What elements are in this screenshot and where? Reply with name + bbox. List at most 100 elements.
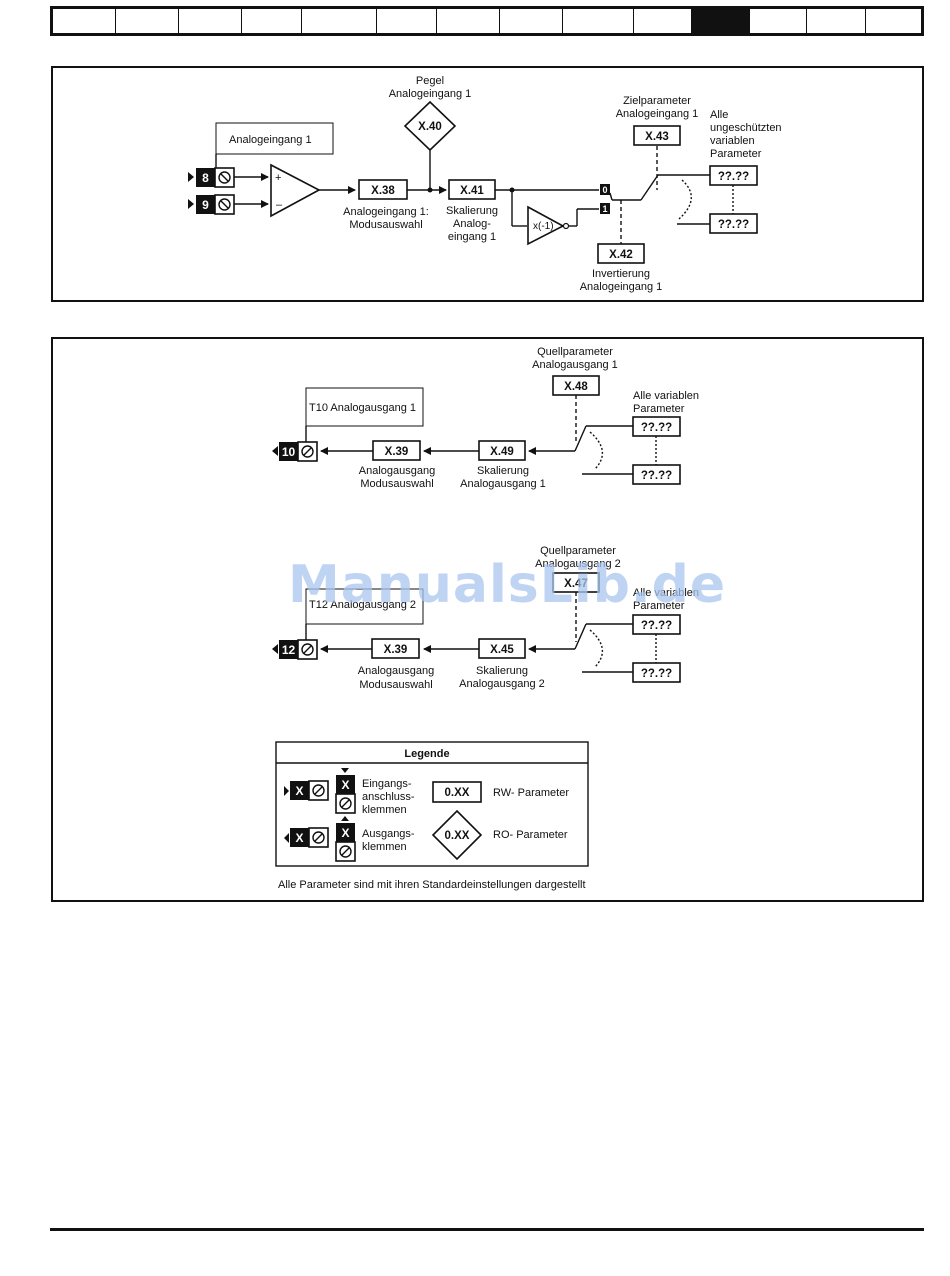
callout-box bbox=[215, 122, 334, 155]
terminal-arrow-icon bbox=[341, 816, 349, 821]
caption: Pegel bbox=[416, 75, 444, 87]
caption: Parameter bbox=[710, 148, 762, 160]
param-src-a: ??.?? bbox=[641, 422, 672, 434]
caption: Parameter bbox=[633, 403, 685, 415]
caption: Modusauswahl bbox=[360, 478, 433, 490]
caption: ungeschützten bbox=[710, 122, 782, 134]
caption: variablen bbox=[710, 135, 755, 147]
switch-contact-0: 0 bbox=[602, 185, 607, 195]
header-tab bbox=[377, 9, 437, 33]
analog-input-diagram: 8 9 Analogeingang 1 + – X.38 Analogeinga… bbox=[188, 75, 782, 293]
caption: eingang 1 bbox=[448, 231, 496, 243]
terminal-arrow-icon bbox=[272, 446, 278, 456]
legend: Legende X X Eingangs- anschluss- klemmen… bbox=[275, 741, 589, 867]
screw-terminal-icon bbox=[339, 845, 352, 858]
screw-terminal-icon bbox=[301, 445, 314, 458]
terminal-arrow-icon bbox=[188, 199, 194, 209]
terminal-arrow-icon bbox=[284, 786, 289, 796]
caption: Analogausgang bbox=[358, 665, 434, 677]
analog-input-diagram-frame bbox=[51, 66, 924, 302]
header-tab bbox=[302, 9, 377, 33]
caption: Analogausgang 1 bbox=[532, 359, 618, 371]
caption: Alle variablen bbox=[633, 587, 699, 599]
selector-switch bbox=[574, 623, 587, 650]
terminal-number: 9 bbox=[202, 198, 209, 212]
analog-output-1-diagram: Quellparameter Analogausgang 1 X.48 Alle… bbox=[272, 346, 699, 490]
terminal-number: 8 bbox=[202, 171, 209, 185]
terminal-symbol: X bbox=[341, 778, 349, 792]
legend-rw-box bbox=[432, 781, 482, 803]
output-terminal-10: 10 bbox=[272, 441, 318, 462]
screw-terminal-icon bbox=[339, 797, 352, 810]
param-x48: X.48 bbox=[564, 381, 588, 393]
terminal-arrow-icon bbox=[272, 644, 278, 654]
param-x49: X.49 bbox=[490, 446, 514, 458]
screw-terminal-icon bbox=[218, 171, 231, 184]
caption: Quellparameter bbox=[537, 346, 613, 358]
header-tab bbox=[807, 9, 866, 33]
caption: Analogausgang 2 bbox=[535, 558, 621, 570]
footnote: Alle Parameter sind mit ihren Standardei… bbox=[278, 879, 586, 891]
callout-box bbox=[305, 387, 424, 427]
param-box-dest-b bbox=[709, 213, 758, 234]
terminal-arrow-icon bbox=[284, 833, 289, 843]
caption: Alle bbox=[710, 109, 728, 121]
header-tab bbox=[750, 9, 807, 33]
caption: Analogeingang 1: bbox=[343, 206, 429, 218]
caption: Alle variablen bbox=[633, 390, 699, 402]
inverter-label: x(-1) bbox=[533, 221, 554, 232]
switch-contact-1: 1 bbox=[602, 204, 607, 214]
param-box-x43 bbox=[633, 125, 681, 146]
terminal-label: T12 Analogausgang 2 bbox=[309, 599, 416, 611]
terminal-symbol: X bbox=[295, 784, 303, 798]
inverter-symbol bbox=[527, 205, 565, 246]
legend-output-terminal: X bbox=[284, 827, 329, 848]
legend-ro-diamond bbox=[431, 809, 483, 861]
legend-ro-label: RO- Parameter bbox=[493, 829, 568, 841]
terminal-number: 10 bbox=[282, 445, 296, 459]
amp-minus-sign: – bbox=[276, 199, 283, 211]
caption: Analog- bbox=[453, 218, 491, 230]
screw-terminal-icon bbox=[312, 784, 325, 797]
terminal-arrow-icon bbox=[188, 172, 194, 182]
input-terminal-9: 9 bbox=[188, 194, 235, 215]
input-terminal-8: 8 bbox=[188, 167, 235, 188]
callout-box bbox=[305, 588, 424, 625]
param-src-a: ??.?? bbox=[641, 620, 672, 632]
legend-caption: klemmen bbox=[362, 804, 407, 816]
param-dest-b: ??.?? bbox=[718, 219, 749, 231]
terminal-arrow-icon bbox=[341, 768, 349, 773]
screw-terminal-icon bbox=[218, 198, 231, 211]
header-tab bbox=[242, 9, 302, 33]
param-src-b: ??.?? bbox=[641, 470, 672, 482]
caption: Invertierung bbox=[592, 268, 650, 280]
legend-caption: Eingangs- bbox=[362, 778, 412, 790]
legend-caption: Ausgangs- bbox=[362, 828, 415, 840]
terminal-number: 12 bbox=[282, 643, 296, 657]
output-terminal-12: 12 bbox=[272, 639, 318, 660]
legend-title: Legende bbox=[404, 748, 449, 760]
header-tab bbox=[563, 9, 634, 33]
selector-switch bbox=[574, 425, 587, 452]
terminal-symbol: X bbox=[341, 826, 349, 840]
caption: Analogausgang bbox=[359, 465, 435, 477]
param-x42: X.42 bbox=[609, 249, 633, 261]
selector-switch bbox=[640, 174, 659, 201]
header-tab bbox=[179, 9, 242, 33]
param-dest-a: ??.?? bbox=[718, 171, 749, 183]
caption: Parameter bbox=[633, 600, 685, 612]
legend-rw-label: RW- Parameter bbox=[493, 787, 569, 799]
terminal-symbol: X bbox=[295, 831, 303, 845]
legend-rw-symbol: 0.XX bbox=[445, 787, 470, 799]
param-diamond-x40 bbox=[403, 100, 457, 152]
legend-output-terminal-vertical: X bbox=[335, 816, 356, 862]
param-x39: X.39 bbox=[385, 446, 409, 458]
header-tab bbox=[116, 9, 179, 33]
amplifier-symbol bbox=[270, 163, 321, 218]
legend-caption: anschluss- bbox=[362, 791, 415, 803]
param-x45: X.45 bbox=[490, 644, 514, 656]
header-tab-strip bbox=[50, 6, 924, 36]
analog-input-label: Analogeingang 1 bbox=[229, 134, 312, 146]
caption: Analogeingang 1 bbox=[389, 88, 472, 100]
